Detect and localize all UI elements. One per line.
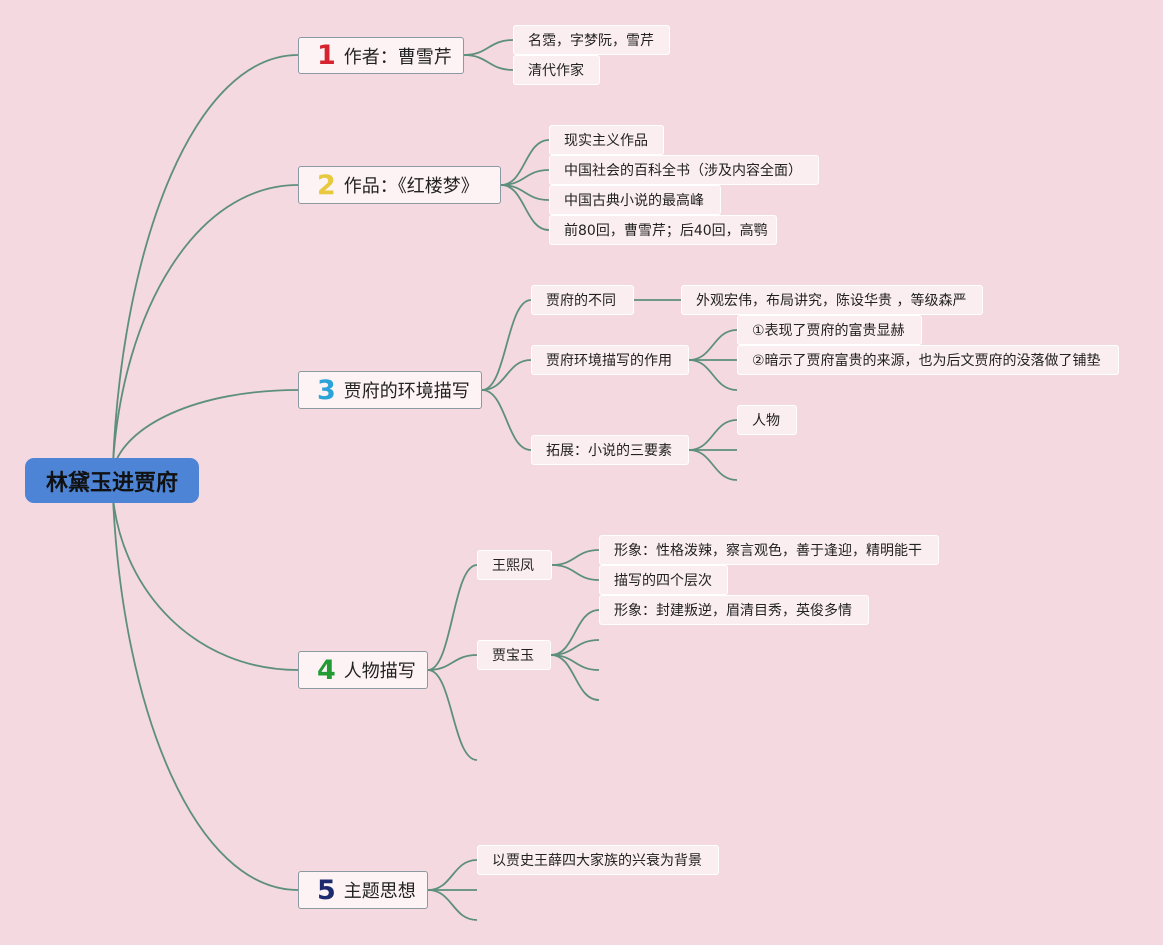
sub-jia-baoyu[interactable]: 贾宝玉 — [477, 640, 551, 670]
trunk-connector-3 — [112, 389, 299, 471]
leaf-work-peak[interactable]: 中国古典小说的最高峰 — [549, 185, 721, 215]
sub-label: 贾府的不同 — [546, 293, 616, 309]
sub-label: 贾府环境描写的作用 — [546, 353, 672, 369]
number-3-icon: 3 — [317, 374, 336, 406]
trunk-connector-2 — [112, 184, 299, 464]
number-1-icon: 1 — [317, 40, 336, 71]
leaf-author-era[interactable]: 清代作家 — [513, 55, 600, 85]
sub-wang-xifeng[interactable]: 王熙凤 — [477, 550, 552, 580]
connector — [463, 54, 514, 71]
number-2-icon: 2 — [317, 169, 336, 201]
leaf-theme-background[interactable]: 以贾史王薛四大家族的兴衰为背景 — [477, 845, 719, 875]
leaf-author-name[interactable]: 名霑，字梦阮，雪芹 — [513, 25, 670, 55]
leaf-function-decline[interactable]: ②暗示了贾府富贵的来源，也为后文贾府的没落做了铺垫 — [737, 345, 1119, 375]
sub-environment-function[interactable]: 贾府环境描写的作用 — [531, 345, 689, 375]
branch-work[interactable]: 2 作品：《红楼梦》 — [298, 166, 501, 204]
trunk-connector-1 — [112, 54, 299, 464]
leaf-label: 中国古典小说的最高峰 — [564, 193, 704, 209]
leaf-jiafu-appearance[interactable]: 外观宏伟，布局讲究，陈设华贵 ，等级森严 — [681, 285, 983, 315]
trunk-connector-4 — [112, 497, 299, 671]
branch-label: 人物描写 — [343, 661, 416, 682]
branch-environment[interactable]: 3 贾府的环境描写 — [298, 371, 482, 409]
leaf-label: 名霑，字梦阮，雪芹 — [528, 33, 654, 49]
leaf-work-encyclopedia[interactable]: 中国社会的百科全书（涉及内容全面） — [549, 155, 819, 185]
branch-label: 作者：曹雪芹 — [343, 46, 452, 68]
leaf-xifeng-image[interactable]: 形象：性格泼辣，察言观色，善于逢迎，精明能干 — [599, 535, 939, 565]
connector — [427, 889, 478, 921]
sub-label: 王熙凤 — [492, 558, 534, 574]
leaf-label: ①表现了贾府的富贵显赫 — [752, 323, 905, 339]
leaf-label: 形象：性格泼辣，察言观色，善于逢迎，精明能干 — [614, 543, 922, 559]
connector — [427, 654, 478, 671]
connector — [551, 549, 600, 566]
connector — [427, 564, 478, 671]
leaf-xifeng-four-levels[interactable]: 描写的四个层次 — [599, 565, 728, 595]
connector — [688, 329, 738, 361]
connector — [688, 359, 738, 391]
leaf-label: 人物 — [752, 413, 780, 429]
connector — [481, 389, 532, 451]
root-node[interactable]: 林黛玉进贾府 — [25, 458, 199, 503]
sub-label: 拓展：小说的三要素 — [546, 443, 672, 459]
leaf-work-authorship[interactable]: 前80回，曹雪芹；后40回，高鹗 — [549, 215, 777, 245]
branch-label: 主题思想 — [343, 881, 416, 902]
leaf-label: 描写的四个层次 — [614, 573, 712, 589]
number-5-icon: 5 — [317, 874, 336, 906]
sub-label: 贾宝玉 — [492, 648, 534, 664]
branch-author[interactable]: 1 作者：曹雪芹 — [298, 37, 464, 74]
connector — [688, 419, 738, 451]
leaf-label: 中国社会的百科全书（涉及内容全面） — [564, 163, 802, 179]
connector — [551, 564, 600, 581]
leaf-label: ②暗示了贾府富贵的来源，也为后文贾府的没落做了铺垫 — [752, 353, 1101, 369]
leaf-label: 清代作家 — [528, 63, 584, 79]
connector — [481, 359, 532, 391]
connector — [427, 859, 478, 891]
sub-jiafu-difference[interactable]: 贾府的不同 — [531, 285, 634, 315]
number-4-icon: 4 — [317, 654, 336, 686]
branch-characters[interactable]: 4 人物描写 — [298, 651, 428, 689]
sub-novel-elements[interactable]: 拓展：小说的三要素 — [531, 435, 689, 465]
branch-label: 作品：《红楼梦》 — [343, 176, 479, 197]
connector — [427, 669, 478, 761]
leaf-label: 外观宏伟，布局讲究，陈设华贵 ，等级森严 — [696, 293, 967, 309]
branch-label: 贾府的环境描写 — [343, 381, 470, 402]
leaf-label: 形象：封建叛逆，眉清目秀，英俊多情 — [614, 603, 852, 619]
trunk-connector-5 — [112, 497, 299, 891]
connector — [500, 184, 550, 231]
branch-theme[interactable]: 5 主题思想 — [298, 871, 428, 909]
connector — [688, 449, 738, 481]
connector — [463, 39, 514, 56]
leaf-label: 以贾史王薛四大家族的兴衰为背景 — [492, 853, 702, 869]
leaf-label: 前80回，曹雪芹；后40回，高鹗 — [564, 223, 768, 239]
root-label: 林黛玉进贾府 — [45, 470, 178, 496]
connector — [550, 654, 600, 701]
leaf-baoyu-image[interactable]: 形象：封建叛逆，眉清目秀，英俊多情 — [599, 595, 869, 625]
leaf-element-character[interactable]: 人物 — [737, 405, 797, 435]
leaf-work-realism[interactable]: 现实主义作品 — [549, 125, 664, 155]
leaf-function-wealth[interactable]: ①表现了贾府的富贵显赫 — [737, 315, 922, 345]
connector — [481, 299, 532, 391]
leaf-label: 现实主义作品 — [564, 133, 648, 149]
